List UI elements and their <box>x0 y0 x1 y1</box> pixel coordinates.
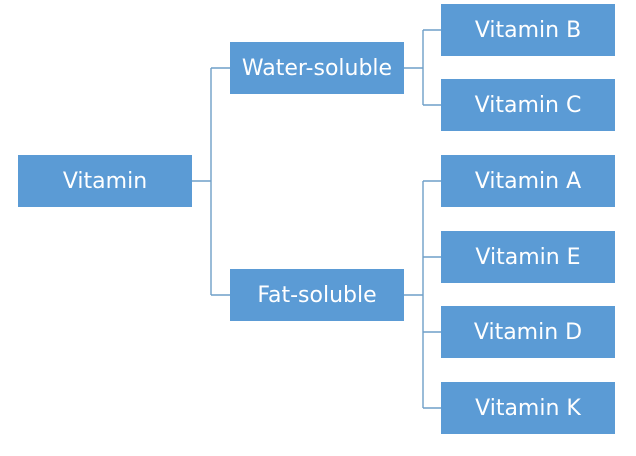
node-vitamin-c: Vitamin C <box>441 79 615 131</box>
node-vitamin-k: Vitamin K <box>441 382 615 434</box>
node-vitamin: Vitamin <box>18 155 192 207</box>
node-vitamin-d: Vitamin D <box>441 306 615 358</box>
node-water-soluble: Water-soluble <box>230 42 404 94</box>
node-fat-soluble: Fat-soluble <box>230 269 404 321</box>
node-vitamin-b: Vitamin B <box>441 4 615 56</box>
node-vitamin-a: Vitamin A <box>441 155 615 207</box>
node-vitamin-e: Vitamin E <box>441 231 615 283</box>
